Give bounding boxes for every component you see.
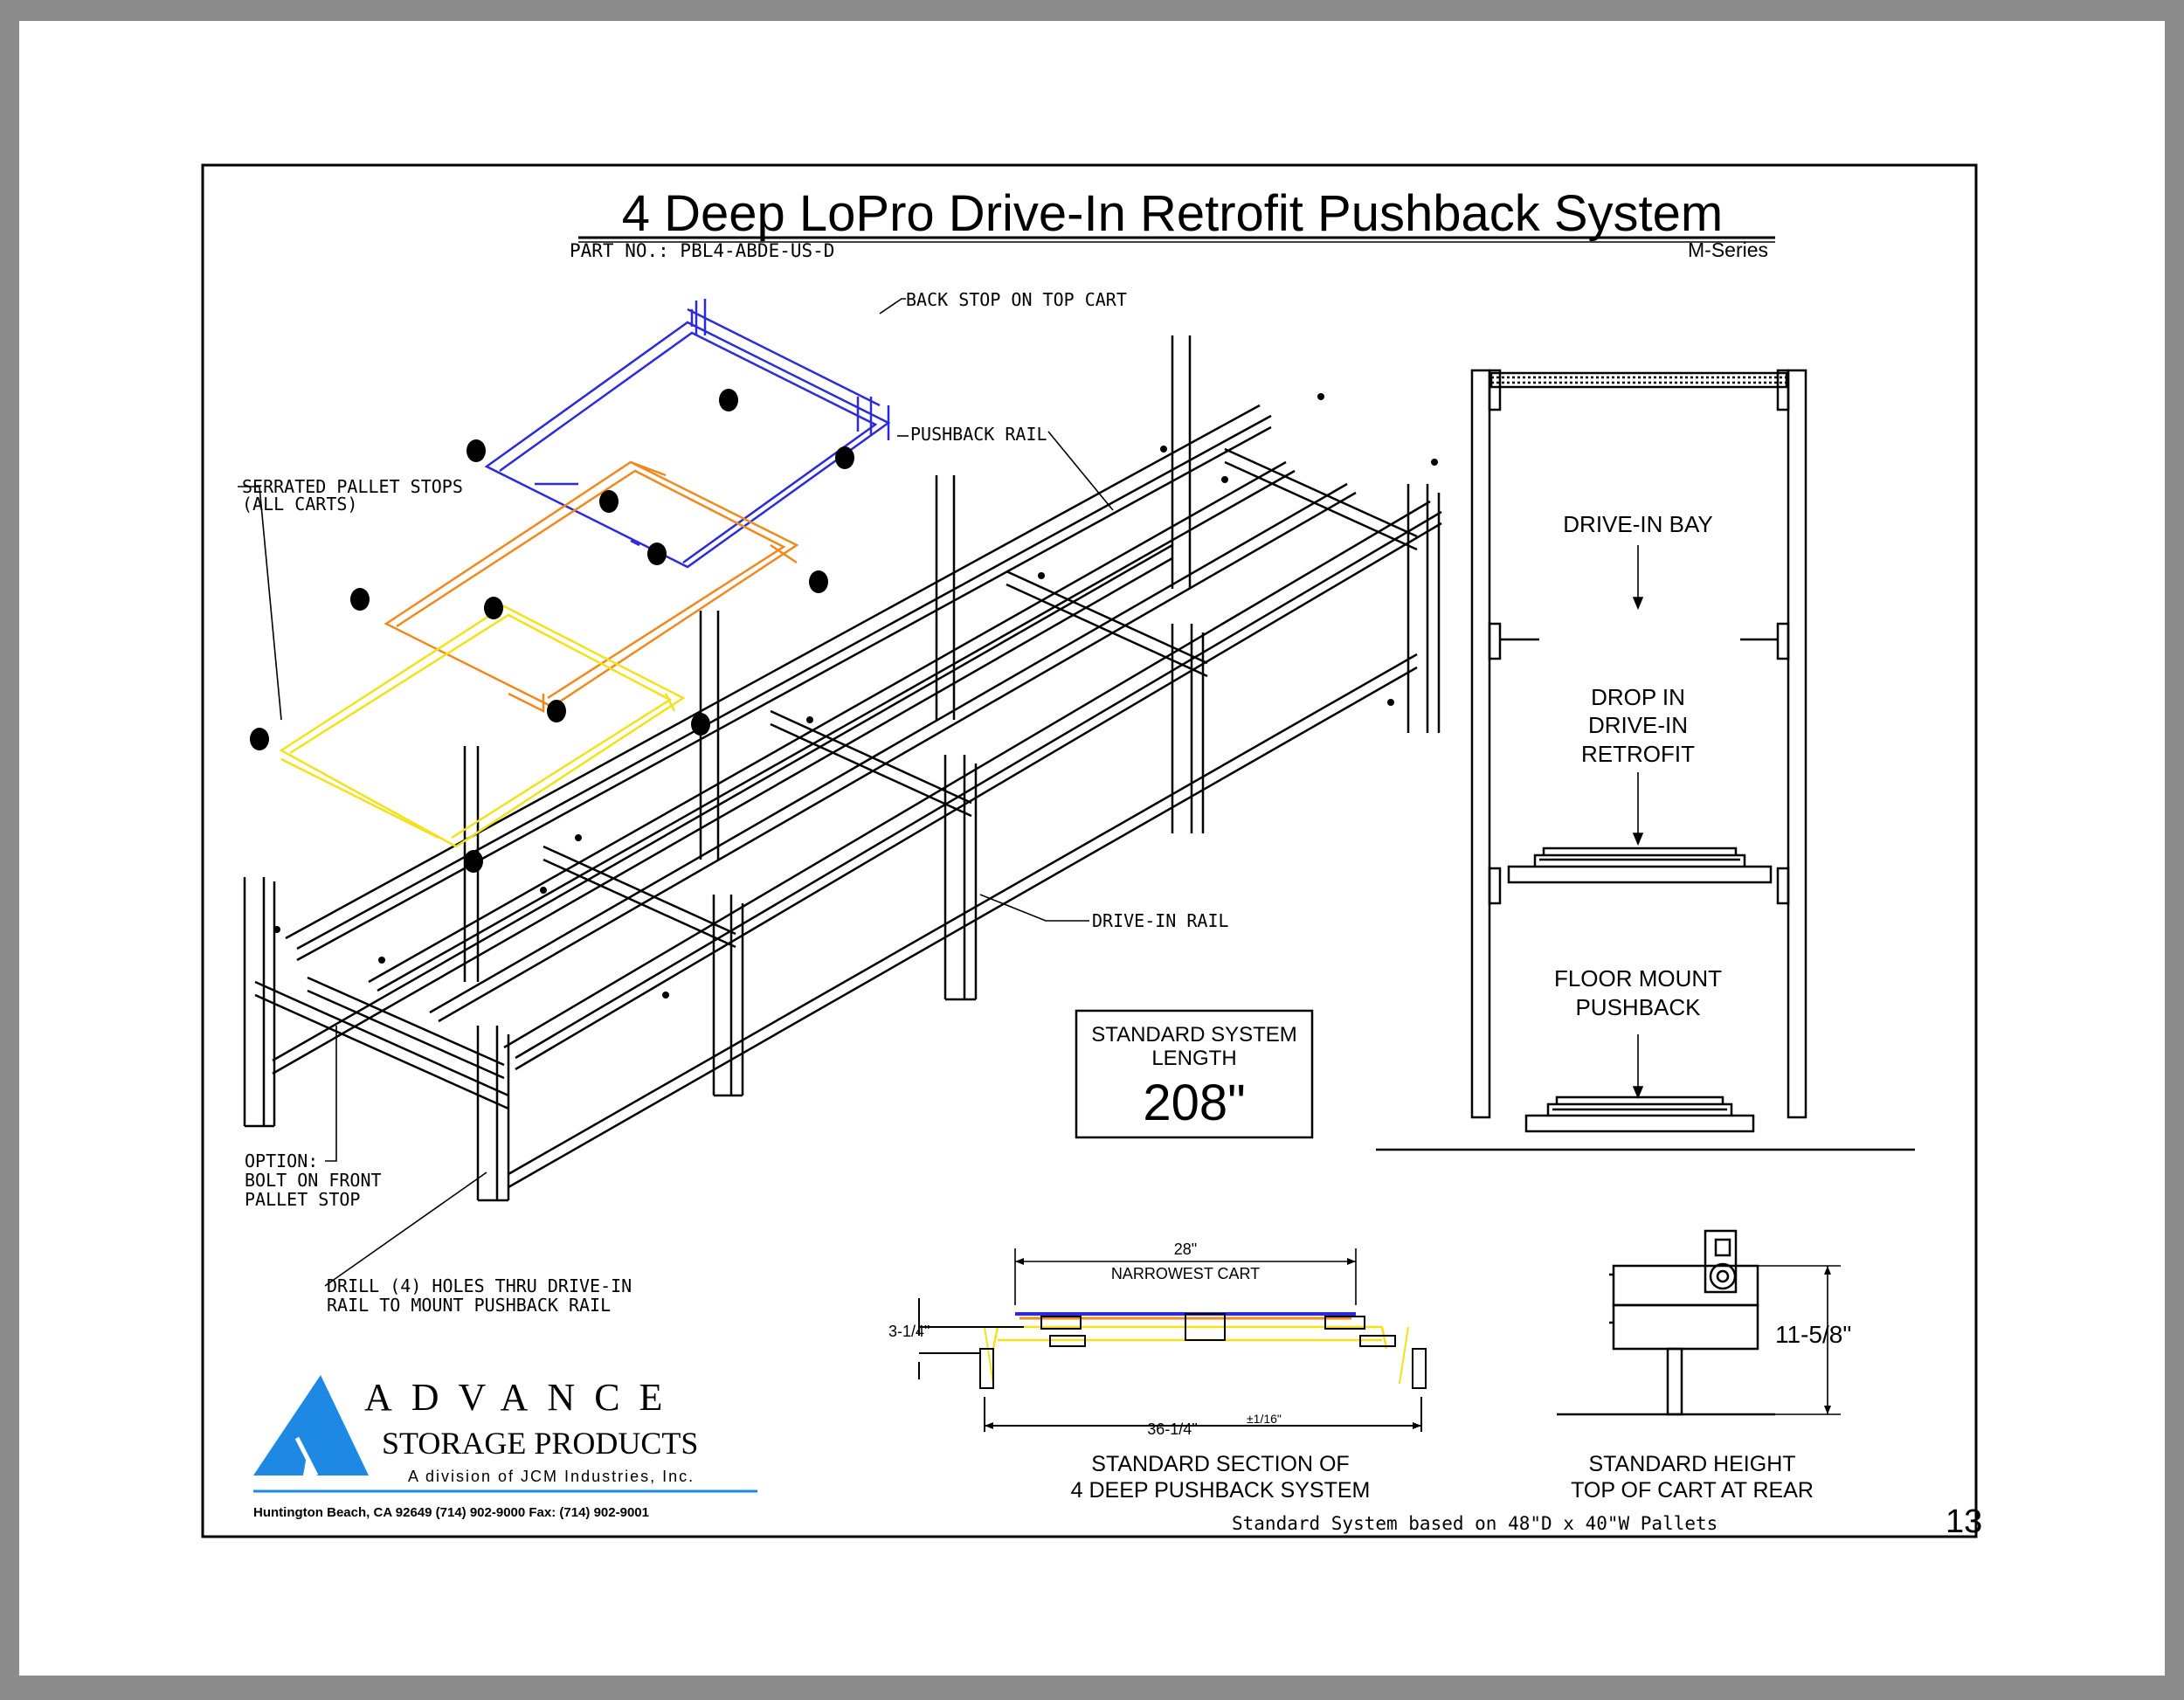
- drive-in-rack-frame: [243, 335, 1442, 1202]
- section-height: 3-1/4": [888, 1323, 930, 1340]
- logo-triangle-right: [297, 1375, 369, 1475]
- drawing-sheet: 4 Deep LoPro Drive-In Retrofit Pushback …: [19, 21, 2165, 1676]
- section-cart-width: 28": [1174, 1240, 1197, 1258]
- height-dimension: 11-5/8": [1775, 1321, 1851, 1348]
- cart-wheels: [250, 389, 854, 873]
- section-caption-2: 4 DEEP PUSHBACK SYSTEM: [1071, 1478, 1371, 1503]
- section-cart-label: NARROWEST CART: [1111, 1265, 1260, 1282]
- callout-option-1: OPTION:: [245, 1151, 318, 1171]
- logo-line3: A division of JCM Industries, Inc.: [408, 1468, 695, 1485]
- system-length-value: 208": [1143, 1075, 1245, 1131]
- elevation-drive-in-bay: DRIVE-IN BAY: [1563, 511, 1712, 537]
- section-view: 28" NARROWEST CART 3-1/4" 36-1/4" ±1/16"…: [888, 1240, 1427, 1503]
- callout-drive-in-rail: DRIVE-IN RAIL: [1092, 910, 1229, 931]
- drawing-canvas: 4 Deep LoPro Drive-In Retrofit Pushback …: [201, 163, 1982, 1540]
- bottom-cart: [279, 605, 686, 848]
- system-length-box: [1075, 1009, 1314, 1139]
- callout-pushback-rail: PUSHBACK RAIL: [910, 424, 1047, 445]
- callout-serrated-stops-1: SERRATED PALLET STOPS: [242, 476, 463, 497]
- callout-option-3: PALLET STOP: [245, 1189, 360, 1210]
- system-length-label-2: LENGTH: [1151, 1047, 1236, 1070]
- elevation-drop-in-1: DROP IN: [1591, 684, 1685, 710]
- elevation-drop-in-3: RETROFIT: [1581, 741, 1695, 767]
- drawing-border: [201, 163, 1978, 1538]
- logo-address: Huntington Beach, CA 92649 (714) 902-900…: [253, 1505, 649, 1520]
- section-caption-1: STANDARD SECTION OF: [1091, 1452, 1349, 1476]
- height-caption-1: STANDARD HEIGHT: [1588, 1452, 1795, 1476]
- page-number: 13: [1946, 1503, 1982, 1540]
- callout-leaders: [238, 298, 1114, 1287]
- elevation-drop-in-2: DRIVE-IN: [1588, 712, 1688, 738]
- logo-name: ADVANCE: [364, 1376, 681, 1419]
- elevation-floor-2: PUSHBACK: [1575, 994, 1701, 1020]
- callout-back-stop: BACK STOP ON TOP CART: [906, 289, 1127, 310]
- series-label: M-Series: [1688, 238, 1768, 261]
- section-overall: 36-1/4": [1147, 1420, 1197, 1438]
- elevation-view: [1376, 369, 1915, 1151]
- callout-option-2: BOLT ON FRONT: [245, 1170, 382, 1191]
- callout-drill-2: RAIL TO MOUNT PUSHBACK RAIL: [327, 1295, 611, 1316]
- elevation-arrows: [1632, 545, 1644, 1100]
- middle-cart: [384, 460, 799, 714]
- callout-drill-1: DRILL (4) HOLES THRU DRIVE-IN: [327, 1275, 632, 1296]
- frame-hardware: [273, 393, 1438, 999]
- height-caption-2: TOP OF CART AT REAR: [1571, 1478, 1814, 1503]
- logo-line2: STORAGE PRODUCTS: [382, 1426, 698, 1461]
- company-logo: ADVANCE STORAGE PRODUCTS A division of J…: [253, 1375, 757, 1520]
- top-cart: [484, 299, 891, 569]
- callout-serrated-stops-2: (ALL CARTS): [242, 494, 357, 515]
- elevation-floor-1: FLOOR MOUNT: [1554, 965, 1722, 992]
- drawing-title: 4 Deep LoPro Drive-In Retrofit Pushback …: [622, 185, 1723, 242]
- height-detail: [1557, 1229, 1841, 1416]
- footer-note: Standard System based on 48"D x 40"W Pal…: [1232, 1513, 1717, 1534]
- part-number: PART NO.: PBL4-ABDE-US-D: [570, 240, 834, 261]
- system-length-label-1: STANDARD SYSTEM: [1091, 1023, 1297, 1047]
- section-tolerance: ±1/16": [1247, 1412, 1282, 1426]
